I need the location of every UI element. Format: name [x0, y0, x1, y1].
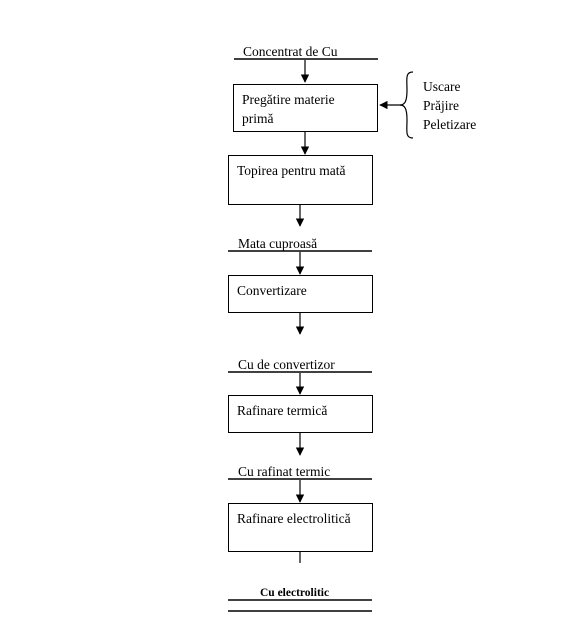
label-mata-cuproasa: Mata cuproasă — [238, 236, 318, 251]
box-rafinare-electrolitica-text: Rafinare electrolitică — [237, 511, 351, 526]
side-label-prajire: Prăjire — [423, 98, 459, 113]
box-rafinare-termica-text: Rafinare termică — [237, 403, 328, 418]
box-pregatire-text: Pregătire materie primă — [242, 92, 335, 126]
box-convertizare-text: Convertizare — [237, 283, 307, 298]
box-pregatire: Pregătire materie primă — [233, 84, 378, 132]
side-label-uscare: Uscare — [423, 79, 461, 94]
label-cu-rafinat-termic: Cu rafinat termic — [238, 464, 331, 479]
box-rafinare-electrolitica: Rafinare electrolitică — [228, 503, 373, 552]
side-label-peletizare: Peletizare — [423, 117, 477, 132]
box-convertizare: Convertizare — [228, 275, 373, 313]
label-cu-convertizor: Cu de convertizor — [238, 357, 335, 372]
curly-brace — [399, 71, 414, 139]
box-topirea: Topirea pentru mată — [228, 155, 373, 205]
box-topirea-text: Topirea pentru mată — [237, 163, 346, 178]
label-concentrat-cu: Concentrat de Cu — [243, 44, 338, 59]
box-rafinare-termica: Rafinare termică — [228, 395, 373, 433]
label-cu-electrolitic: Cu electrolitic — [260, 587, 330, 599]
